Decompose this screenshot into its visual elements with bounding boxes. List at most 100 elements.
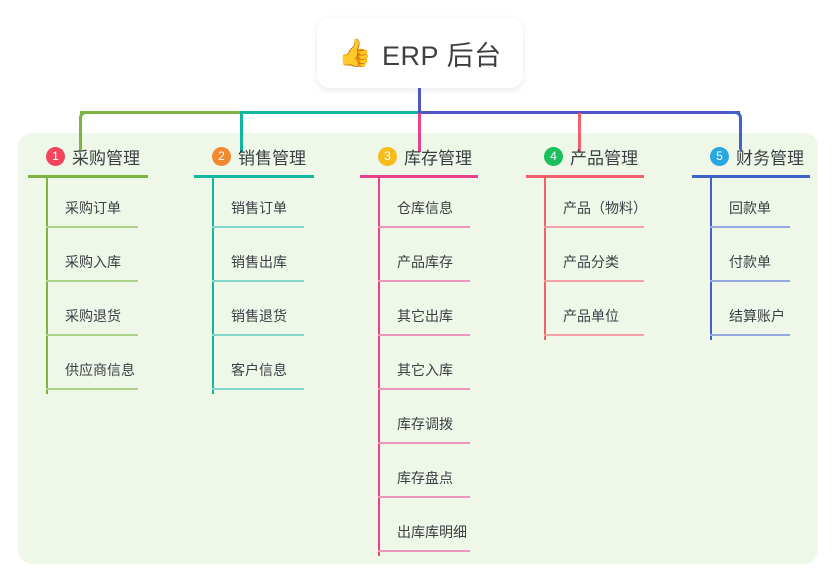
branch-drop-connector-4 <box>578 113 581 152</box>
leaf-item[interactable]: 仓库信息 <box>378 178 478 232</box>
leaf-item-label: 销售出库 <box>231 254 287 270</box>
leaf-item[interactable]: 库存调拨 <box>378 394 478 448</box>
leaf-item-label: 销售订单 <box>231 200 287 216</box>
branch-spine <box>46 178 48 394</box>
leaf-item[interactable]: 付款单 <box>710 232 810 286</box>
category-underline <box>526 175 644 178</box>
leaf-list-销售管理: 销售订单销售出库销售退货客户信息 <box>212 178 314 394</box>
bus-segment-3 <box>418 111 740 114</box>
leaf-item[interactable]: 出库库明细 <box>378 502 478 556</box>
leaf-item-underline <box>710 226 790 228</box>
bus-segment-2 <box>240 111 418 114</box>
leaf-item[interactable]: 库存盘点 <box>378 448 478 502</box>
category-header-库存管理[interactable]: 3 库存管理 <box>360 143 478 169</box>
leaf-item-underline <box>212 226 304 228</box>
leaf-item-underline <box>710 280 790 282</box>
leaf-item[interactable]: 产品（物料） <box>544 178 647 232</box>
category-label: 采购管理 <box>72 148 140 168</box>
category-underline <box>28 175 148 178</box>
leaf-item[interactable]: 销售退货 <box>212 286 314 340</box>
category-label: 库存管理 <box>404 148 472 168</box>
category-number-badge: 4 <box>544 146 563 166</box>
leaf-list-财务管理: 回款单付款单结算账户 <box>710 178 810 340</box>
leaf-item-label: 回款单 <box>729 200 771 216</box>
leaf-item[interactable]: 产品分类 <box>544 232 644 286</box>
root-node[interactable]: 👍 ERP 后台 <box>317 18 523 88</box>
leaf-item-label: 销售退货 <box>231 308 287 324</box>
leaf-item[interactable]: 采购订单 <box>46 178 148 232</box>
leaf-item-underline <box>378 496 470 498</box>
leaf-item-underline <box>46 334 138 336</box>
leaf-item[interactable]: 供应商信息 <box>46 340 148 394</box>
category-underline <box>360 175 478 178</box>
leaf-item-label: 产品（物料） <box>563 200 647 216</box>
category-number-badge: 2 <box>212 146 231 166</box>
leaf-item[interactable]: 其它入库 <box>378 340 478 394</box>
category-label: 财务管理 <box>736 148 804 168</box>
leaf-item-underline <box>378 334 470 336</box>
leaf-item-label: 客户信息 <box>231 362 287 378</box>
leaf-item-label: 产品单位 <box>563 308 619 324</box>
branch-column-销售管理: 2 销售管理销售订单销售出库销售退货客户信息 <box>194 143 314 394</box>
leaf-item-underline <box>710 334 790 336</box>
leaf-item-underline <box>212 334 304 336</box>
leaf-item[interactable]: 产品单位 <box>544 286 644 340</box>
leaf-item[interactable]: 采购退货 <box>46 286 148 340</box>
leaf-item-underline <box>378 388 470 390</box>
leaf-item-underline <box>544 226 644 228</box>
leaf-item[interactable]: 销售出库 <box>212 232 314 286</box>
leaf-item-label: 采购退货 <box>65 308 121 324</box>
category-underline <box>692 175 810 178</box>
category-label: 销售管理 <box>238 148 306 168</box>
root-node-label: ERP 后台 <box>382 40 502 71</box>
leaf-item[interactable]: 结算账户 <box>710 286 810 340</box>
leaf-item[interactable]: 回款单 <box>710 178 810 232</box>
branch-column-库存管理: 3 库存管理仓库信息产品库存其它出库其它入库库存调拨库存盘点出库库明细 <box>360 143 478 556</box>
leaf-item[interactable]: 销售订单 <box>212 178 314 232</box>
category-number-badge: 1 <box>46 146 65 166</box>
leaf-item-label: 采购入库 <box>65 254 121 270</box>
leaf-item-label: 其它入库 <box>397 362 453 378</box>
category-number-badge: 3 <box>378 146 397 166</box>
diagram-background-panel <box>18 133 818 564</box>
leaf-item-label: 采购订单 <box>65 200 121 216</box>
leaf-item[interactable]: 产品库存 <box>378 232 478 286</box>
category-header-销售管理[interactable]: 2 销售管理 <box>194 143 314 169</box>
leaf-item-label: 产品分类 <box>563 254 619 270</box>
leaf-item-underline <box>378 226 470 228</box>
leaf-item-underline <box>212 280 304 282</box>
branch-drop-connector-2 <box>240 113 243 152</box>
branch-drop-connector-3 <box>418 113 421 152</box>
leaf-item-label: 产品库存 <box>397 254 453 270</box>
category-underline <box>194 175 314 178</box>
bus-segment-1 <box>80 111 240 114</box>
leaf-item[interactable]: 采购入库 <box>46 232 148 286</box>
leaf-item-label: 其它出库 <box>397 308 453 324</box>
leaf-item-underline <box>212 388 304 390</box>
leaf-item-label: 结算账户 <box>729 308 785 324</box>
leaf-item-label: 供应商信息 <box>65 362 135 378</box>
leaf-list-产品管理: 产品（物料） 产品分类产品单位 <box>544 178 647 340</box>
leaf-item-underline <box>46 388 138 390</box>
leaf-item-underline <box>46 280 138 282</box>
leaf-item[interactable]: 其它出库 <box>378 286 478 340</box>
leaf-item-underline <box>46 226 138 228</box>
leaf-item-label: 付款单 <box>729 254 771 270</box>
thumbs-up-icon: 👍 <box>338 37 373 68</box>
leaf-item-label: 库存盘点 <box>397 470 453 486</box>
category-header-采购管理[interactable]: 1 采购管理 <box>28 143 148 169</box>
leaf-item[interactable]: 客户信息 <box>212 340 314 394</box>
branch-spine <box>378 178 380 556</box>
leaf-item-underline <box>544 334 644 336</box>
leaf-item-underline <box>378 442 470 444</box>
branch-column-采购管理: 1 采购管理采购订单采购入库采购退货供应商信息 <box>28 143 148 394</box>
branch-spine <box>544 178 546 340</box>
leaf-list-库存管理: 仓库信息产品库存其它出库其它入库库存调拨库存盘点出库库明细 <box>378 178 478 556</box>
branch-spine <box>710 178 712 340</box>
branch-elbow-connector-5 <box>728 111 742 152</box>
